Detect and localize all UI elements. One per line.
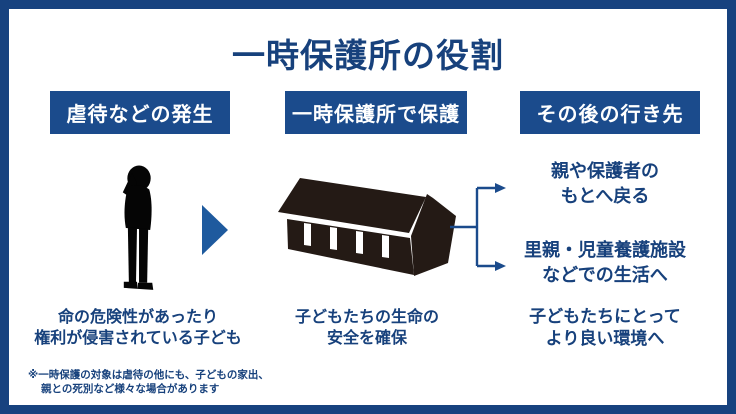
- caption-children-at-risk: 命の危険性があったり 権利が侵害されている子ども: [25, 306, 251, 348]
- stage-header-abuse: 虐待などの発生: [50, 91, 230, 134]
- branch-arrows-icon: [450, 183, 506, 271]
- caption-ensure-safety-line1: 子どもたちの生命の: [294, 307, 439, 326]
- caption-better-environment: 子どもたちにとって より良い環境へ: [495, 306, 715, 350]
- outcome-return-home-line2: もとへ戻る: [560, 186, 650, 207]
- footnote-line1: ※一時保護の対象は虐待の他にも、子どもの家出、: [28, 369, 269, 381]
- outcome-foster-care: 里親・児童養護施設 などでの生活へ: [495, 238, 715, 288]
- stage-header-destination: その後の行き先: [520, 91, 700, 134]
- stage-header-shelter: 一時保護所で保護: [285, 91, 467, 134]
- page-title: 一時保護所の役割: [232, 36, 504, 75]
- outcome-foster-care-line2: などでの生活へ: [542, 265, 668, 286]
- caption-ensure-safety: 子どもたちの生命の 安全を確保: [261, 306, 473, 348]
- child-silhouette-icon: [122, 165, 154, 290]
- outcome-return-home-line1: 親や保護者の: [551, 161, 659, 182]
- caption-children-at-risk-line1: 命の危険性があったり: [57, 307, 218, 326]
- arrow-right-icon: [202, 205, 228, 255]
- caption-ensure-safety-line2: 安全を確保: [326, 328, 407, 347]
- stage-header-abuse-label: 虐待などの発生: [66, 102, 214, 126]
- caption-better-environment-line1: 子どもたちにとって: [529, 307, 681, 327]
- shelter-building-icon: [278, 178, 456, 276]
- caption-children-at-risk-line2: 権利が侵害されている子ども: [34, 328, 242, 347]
- stage-header-shelter-label: 一時保護所で保護: [292, 102, 460, 126]
- caption-better-environment-line2: より良い環境へ: [545, 329, 665, 349]
- footnote-line2: 親との死別など様々な場合があります: [41, 382, 220, 395]
- outcome-return-home: 親や保護者の もとへ戻る: [500, 159, 710, 209]
- stage-header-destination-label: その後の行き先: [536, 102, 684, 126]
- footnote: ※一時保護の対象は虐待の他にも、子どもの家出、 親との死別など様々な場合がありま…: [28, 369, 269, 396]
- outcome-foster-care-line1: 里親・児童養護施設: [524, 240, 686, 261]
